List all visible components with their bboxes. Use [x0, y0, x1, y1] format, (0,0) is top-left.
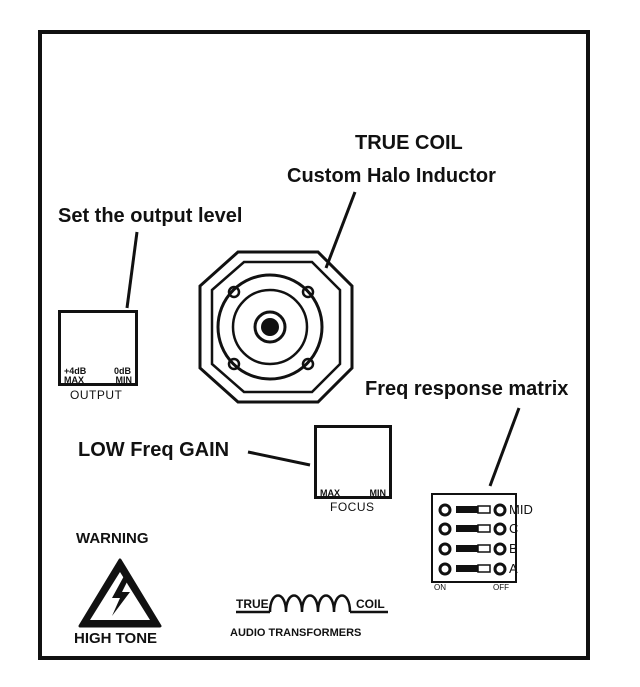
switch-mid[interactable]: [438, 503, 508, 517]
coil-leader-line: [324, 191, 357, 269]
coil-title-callout: TRUE COIL: [355, 132, 463, 154]
switch-label-b: B: [509, 541, 518, 556]
output-left-bottom-label: MAX: [64, 375, 84, 385]
focus-knob[interactable]: MAX MIN: [314, 425, 392, 499]
low-freq-leader-line: [247, 450, 311, 467]
focus-left-label: MAX: [320, 488, 340, 498]
focus-knob-caption: FOCUS: [330, 500, 375, 514]
logo-coil-text: COIL: [356, 597, 385, 611]
logo-true-text: TRUE: [236, 597, 269, 611]
switch-on-label: ON: [434, 583, 446, 592]
output-right-bottom-label: MIN: [115, 375, 133, 385]
coil-logo-icon: [236, 594, 388, 614]
switch-a[interactable]: [438, 562, 508, 576]
switch-c[interactable]: [438, 522, 508, 536]
freq-matrix-leader-line: [488, 407, 521, 487]
switch-label-c: C: [509, 521, 519, 536]
warning-subtitle: HIGH TONE: [74, 630, 158, 647]
coil-subtitle-callout: Custom Halo Inductor: [287, 165, 496, 187]
high-voltage-warning-icon: [78, 558, 162, 628]
switch-matrix-graphic: [431, 493, 517, 583]
output-right-top-label: 0dB: [113, 366, 131, 376]
logo-tagline: AUDIO TRANSFORMERS: [230, 627, 362, 639]
switch-label-a: A: [509, 561, 518, 576]
warning-title: WARNING: [76, 530, 149, 547]
output-level-callout: Set the output level: [58, 205, 243, 227]
output-knob[interactable]: +4dB MAX 0dB MIN: [58, 310, 138, 386]
output-leader-line: [125, 231, 139, 309]
switch-off-label: OFF: [493, 583, 509, 592]
freq-matrix-callout: Freq response matrix: [365, 378, 569, 400]
focus-right-label: MIN: [369, 488, 387, 498]
low-freq-gain-callout: LOW Freq GAIN: [78, 439, 230, 461]
switch-b[interactable]: [438, 542, 508, 556]
halo-inductor-speaker: [198, 250, 354, 404]
output-knob-caption: OUTPUT: [70, 388, 123, 402]
output-left-top-label: +4dB: [64, 366, 87, 376]
switch-label-mid: MID: [509, 502, 533, 517]
